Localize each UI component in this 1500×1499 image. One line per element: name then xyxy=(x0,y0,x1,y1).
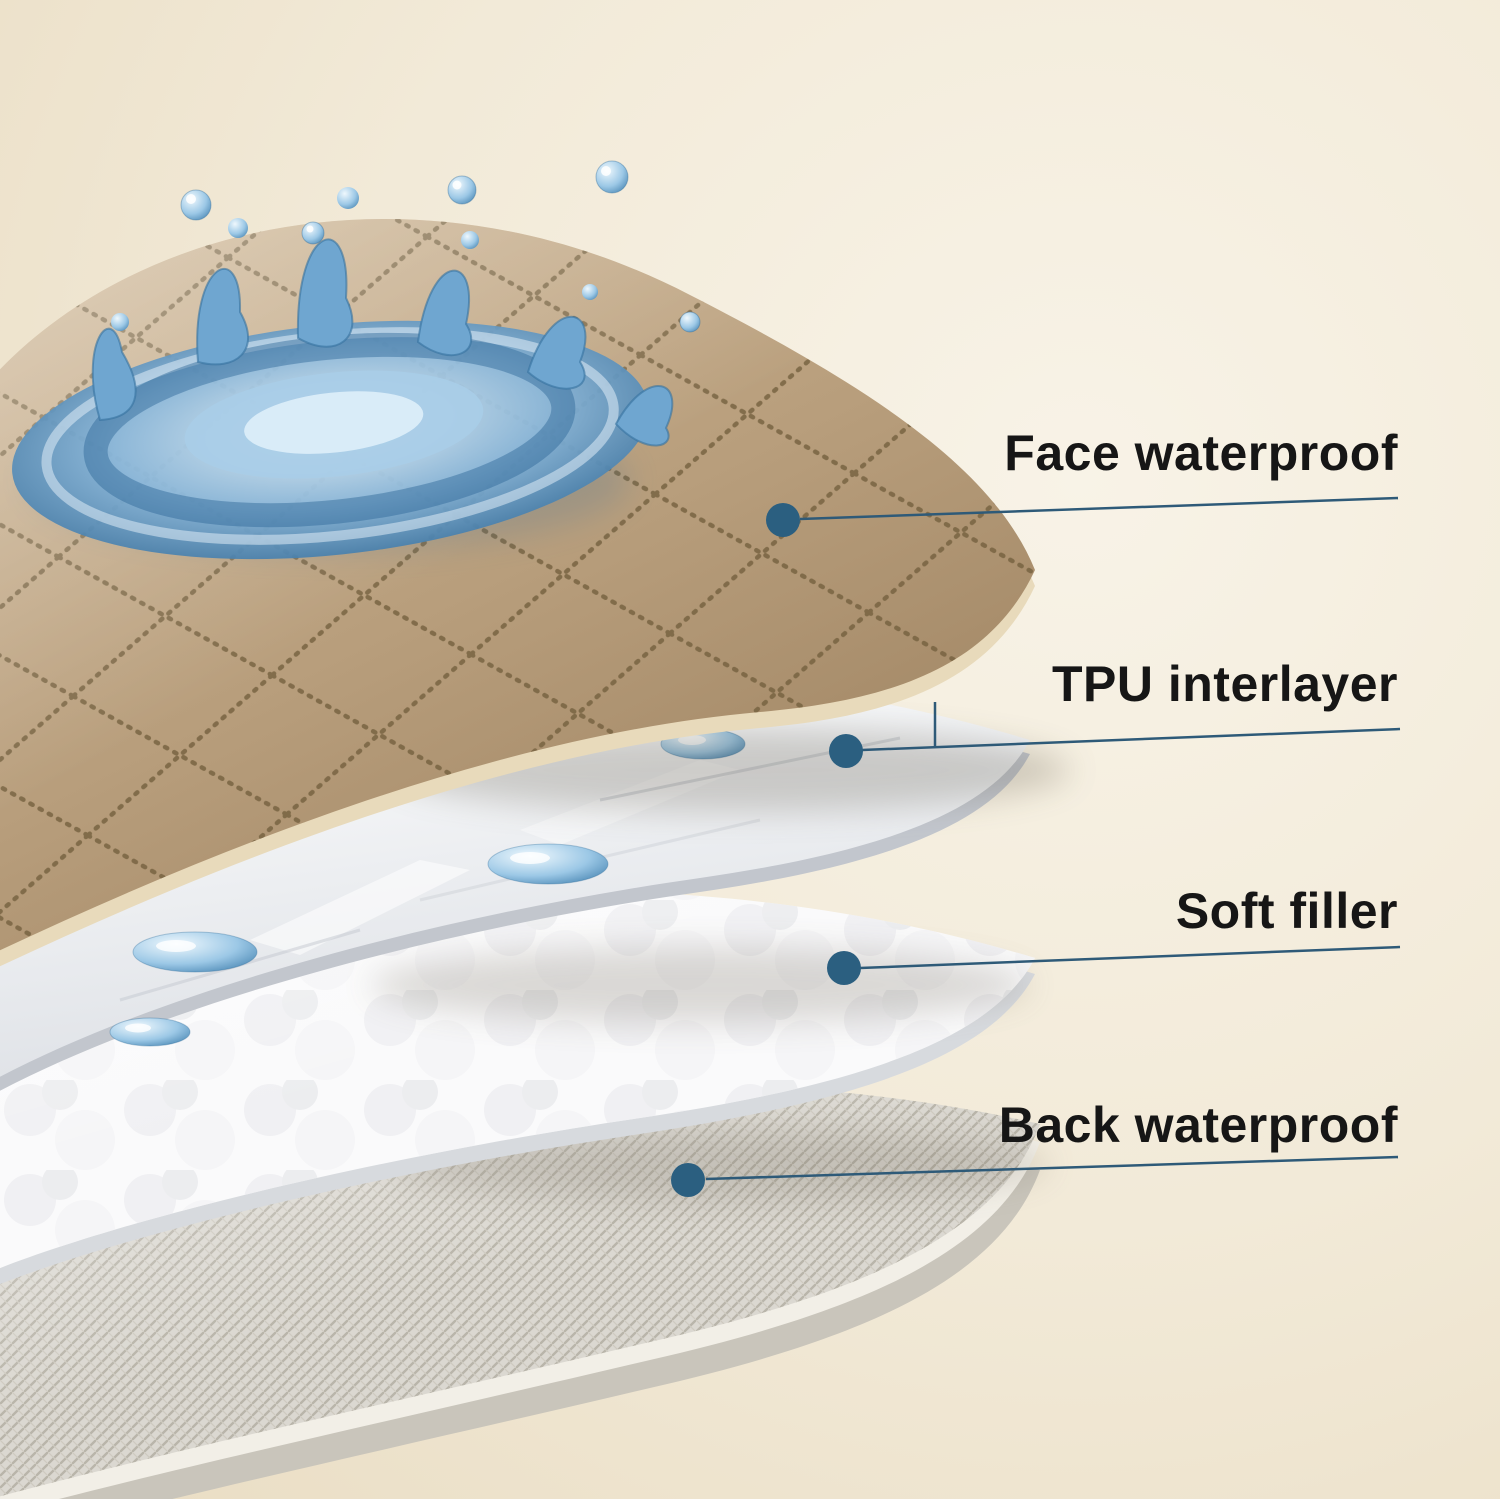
face-leader-dot xyxy=(766,503,800,537)
filler-leader-dot xyxy=(827,951,861,985)
water-drop-icon xyxy=(109,1017,191,1047)
water-drop-icon xyxy=(180,160,701,333)
tpu-leader-line xyxy=(861,727,1401,752)
filler-leader-line xyxy=(859,945,1401,970)
layer-shadow xyxy=(370,947,1030,1023)
label-back-waterproof: Back waterproof xyxy=(998,1097,1398,1153)
face-leader-line xyxy=(799,496,1399,521)
water-drop-icon xyxy=(111,187,598,331)
water-splash-icon xyxy=(12,160,701,560)
water-drop-icon xyxy=(132,931,258,973)
back-leader-line xyxy=(705,1155,1399,1181)
label-tpu-interlayer: TPU interlayer xyxy=(1051,656,1398,712)
water-drop-icon xyxy=(487,843,609,885)
tpu-leader-dot xyxy=(829,734,863,768)
back-leader-dot xyxy=(671,1163,705,1197)
label-face-waterproof: Face waterproof xyxy=(1004,425,1398,481)
label-soft-filler: Soft filler xyxy=(1175,883,1398,939)
